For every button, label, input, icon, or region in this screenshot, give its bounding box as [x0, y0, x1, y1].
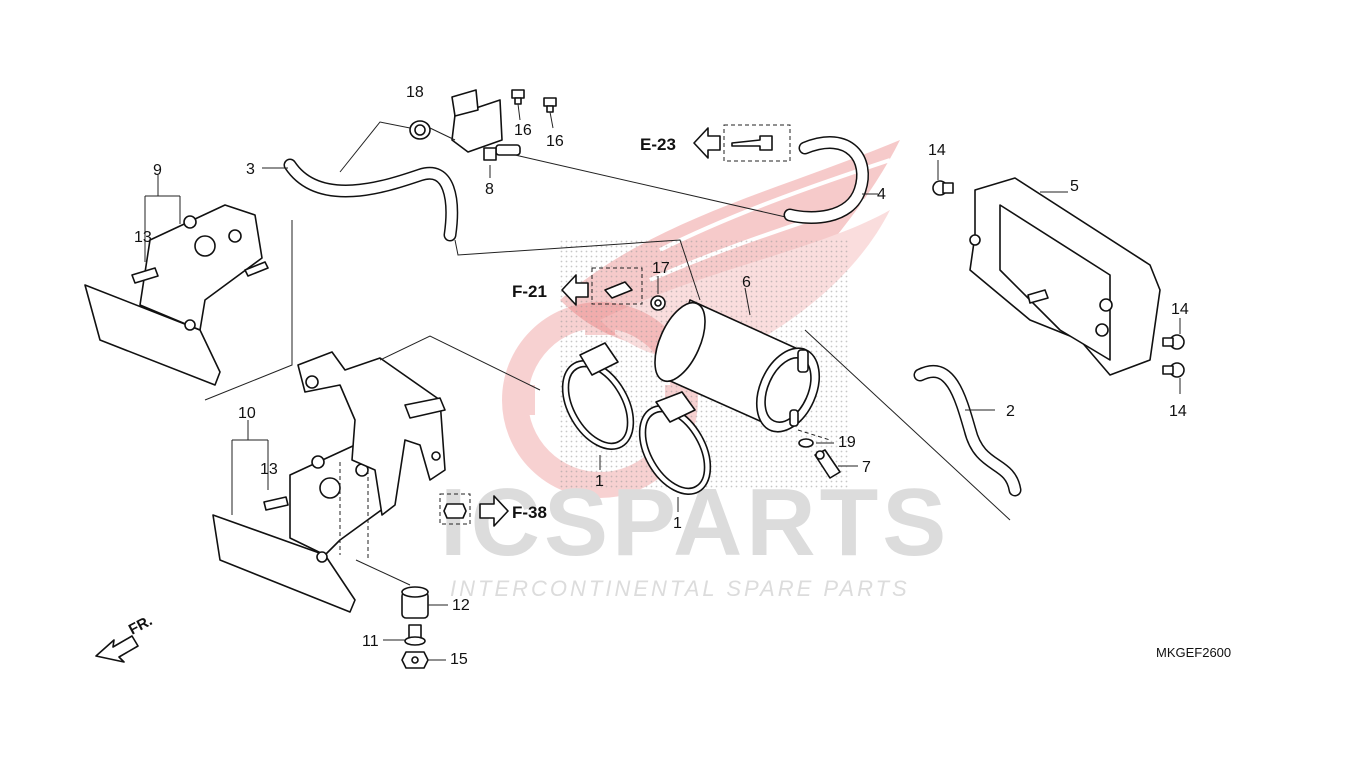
- part-14a-bolt[interactable]: [932, 180, 954, 196]
- callout-1a[interactable]: 1: [595, 473, 604, 490]
- f38-connector-box[interactable]: [439, 493, 471, 525]
- part-13a-pad[interactable]: [131, 267, 159, 284]
- part-6-canister[interactable]: [645, 295, 832, 441]
- callout-15[interactable]: 15: [450, 651, 468, 668]
- diagram-code: MKGEF2600: [1156, 645, 1231, 660]
- part-4-hose[interactable]: [783, 136, 869, 224]
- part-11-collar[interactable]: [404, 624, 426, 646]
- callout-5[interactable]: 5: [1070, 178, 1079, 195]
- callout-6[interactable]: 6: [742, 274, 751, 291]
- callout-7[interactable]: 7: [862, 459, 871, 476]
- part-14c-bolt[interactable]: [1162, 362, 1185, 378]
- callout-17[interactable]: 17: [652, 260, 670, 277]
- f21-arrow-icon: [561, 274, 589, 306]
- callout-1b[interactable]: 1: [673, 515, 682, 532]
- part-19-o-ring[interactable]: [798, 438, 814, 448]
- center-mount-bracket[interactable]: [297, 351, 446, 516]
- callout-16a[interactable]: 16: [514, 122, 532, 139]
- part-16b-screw[interactable]: [543, 97, 557, 113]
- reference-f21[interactable]: F-21: [512, 282, 547, 301]
- front-direction-indicator: FR.: [95, 612, 155, 663]
- callout-10[interactable]: 10: [238, 405, 256, 422]
- callout-11[interactable]: 11: [362, 633, 379, 650]
- e23-connector-box[interactable]: [723, 124, 791, 162]
- part-17-clip[interactable]: [650, 295, 666, 311]
- callout-14b[interactable]: 14: [1171, 301, 1189, 318]
- front-arrow-icon: [95, 635, 139, 663]
- callout-13a[interactable]: 13: [134, 229, 152, 246]
- part-1a-band[interactable]: [548, 342, 648, 462]
- f38-arrow-icon: [479, 495, 509, 527]
- part-9-bracket[interactable]: [84, 204, 269, 386]
- callout-19[interactable]: 19: [838, 434, 856, 451]
- part-7-fitting[interactable]: [814, 449, 841, 479]
- part-14b-bolt[interactable]: [1162, 334, 1185, 350]
- front-label: FR.: [126, 612, 155, 638]
- callout-12[interactable]: 12: [452, 597, 470, 614]
- watermark-tagline: INTERCONTINENTAL SPARE PARTS: [450, 576, 910, 601]
- part-2-hose[interactable]: [913, 365, 1022, 497]
- part-3-hose[interactable]: [283, 158, 459, 242]
- e23-arrow-icon: [693, 127, 721, 159]
- part-12-rubber-mount[interactable]: [401, 586, 429, 619]
- part-8-purge-valve[interactable]: [451, 89, 521, 161]
- part-18-clamp[interactable]: [409, 120, 431, 140]
- part-1b-band[interactable]: [625, 391, 725, 507]
- callout-4[interactable]: 4: [877, 186, 886, 203]
- reference-e23[interactable]: E-23: [640, 135, 676, 154]
- callout-13b[interactable]: 13: [260, 461, 278, 478]
- callout-18[interactable]: 18: [406, 84, 424, 101]
- f21-connector-box[interactable]: [591, 267, 643, 305]
- part-16a-screw[interactable]: [511, 89, 525, 105]
- reference-f38[interactable]: F-38: [512, 503, 547, 522]
- callout-14c[interactable]: 14: [1169, 403, 1187, 420]
- callout-2[interactable]: 2: [1006, 403, 1015, 420]
- part-15-nut[interactable]: [401, 651, 429, 669]
- part-13b-pad[interactable]: [263, 496, 289, 511]
- callout-9[interactable]: 9: [153, 162, 162, 179]
- callout-8[interactable]: 8: [485, 181, 494, 198]
- callout-3[interactable]: 3: [246, 161, 255, 178]
- part-5-cover[interactable]: [969, 177, 1161, 376]
- callout-16b[interactable]: 16: [546, 133, 564, 150]
- callout-14a[interactable]: 14: [928, 142, 946, 159]
